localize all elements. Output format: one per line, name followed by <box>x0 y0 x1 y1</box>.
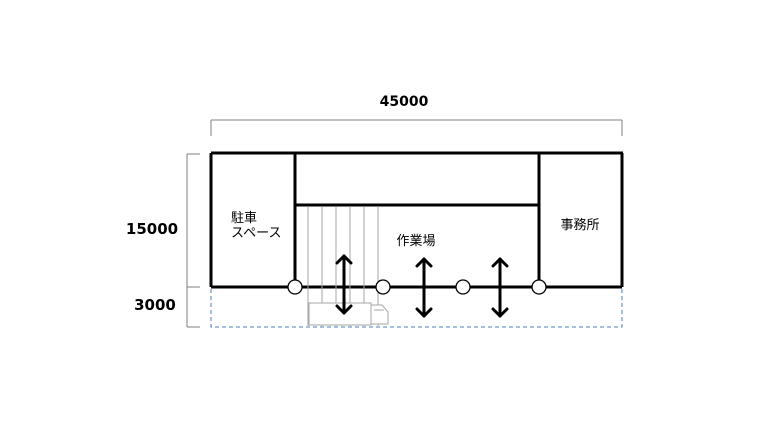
column-circle-icon <box>375 279 391 295</box>
apron-depth-label: 3000 <box>134 296 176 314</box>
depth-dimension: 15000 3000 <box>126 153 200 328</box>
double-arrow-icon <box>415 257 433 318</box>
door-arrows <box>335 254 509 318</box>
workshop-label: 作業場 <box>396 233 435 249</box>
column-circle-icon <box>455 279 471 295</box>
building-walls <box>209 151 624 289</box>
truck-icon <box>308 302 389 326</box>
column-circle-icon <box>287 279 303 295</box>
office-label: 事務所 <box>560 218 599 233</box>
double-arrow-icon <box>491 257 509 318</box>
apron-area <box>210 286 623 328</box>
column-markers <box>287 279 547 295</box>
width-dimension-label: 45000 <box>380 94 429 110</box>
double-arrow-icon <box>335 254 353 315</box>
column-circle-icon <box>531 279 547 295</box>
main-depth-label: 15000 <box>126 220 178 238</box>
parking-label-line1: 駐車 <box>231 211 257 226</box>
parking-label-line2: スペース <box>231 226 281 241</box>
width-dimension: 45000 <box>210 94 623 136</box>
